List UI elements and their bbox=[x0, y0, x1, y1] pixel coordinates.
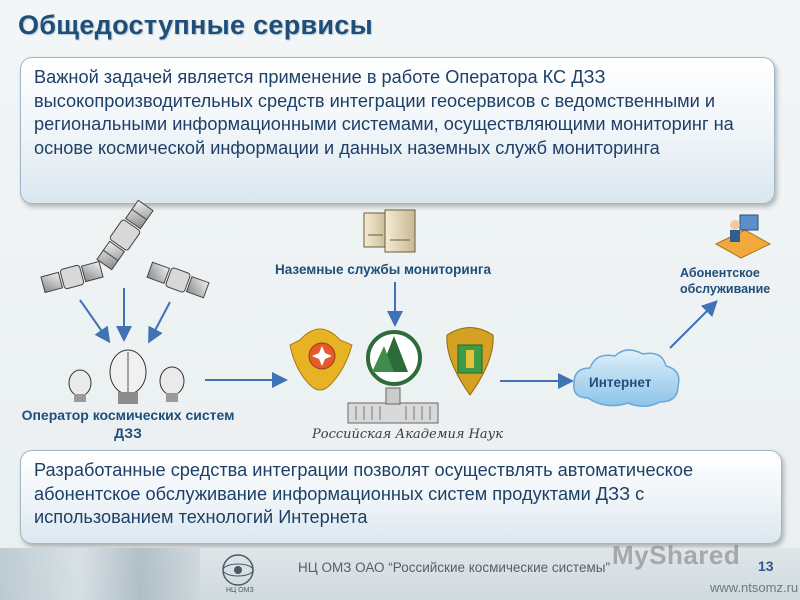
internet-label: Интернет bbox=[589, 375, 652, 390]
academy-label: Российская Академия Наук bbox=[312, 427, 503, 442]
omz-logo-caption: НЦ ОМЗ bbox=[226, 587, 254, 594]
omz-logo-icon bbox=[222, 554, 254, 586]
info-box-bottom-text: Разработанные средства интеграции позвол… bbox=[34, 460, 694, 528]
operator-label: Оператор космических систем ДЗЗ bbox=[8, 406, 248, 442]
emercom-emblem-icon bbox=[289, 328, 353, 391]
footer-photo-strip bbox=[0, 548, 200, 600]
watermark-text: MyShared bbox=[612, 540, 741, 570]
operator-label-line1: Оператор космических систем bbox=[21, 407, 235, 423]
info-box-top: Важной задачей является применение в раб… bbox=[20, 57, 775, 204]
ground-station-icon bbox=[68, 349, 185, 404]
arrow-icon bbox=[669, 300, 718, 349]
subscriber-label-line1: Абонентское bbox=[680, 266, 760, 280]
ground-services-label: Наземные службы мониторинга bbox=[275, 262, 491, 277]
footer-website[interactable]: www.ntsomz.ru bbox=[710, 580, 799, 595]
operator-label-line2: ДЗЗ bbox=[114, 425, 142, 441]
info-box-bottom: Разработанные средства интеграции позвол… bbox=[20, 450, 782, 544]
subscriber-label-line2: обслуживание bbox=[680, 282, 771, 296]
info-box-top-text: Важной задачей является применение в раб… bbox=[34, 67, 734, 158]
satellite-icon bbox=[96, 199, 154, 271]
forestry-emblem-icon bbox=[366, 330, 422, 386]
arrow-icon bbox=[79, 288, 171, 344]
subscriber-workstation-icon bbox=[714, 214, 772, 259]
satellite-icon bbox=[146, 261, 210, 299]
server-icon bbox=[363, 209, 416, 253]
satellite-icon bbox=[40, 260, 104, 294]
page-number: 13 bbox=[758, 558, 774, 574]
ministry-emblem-icon bbox=[446, 327, 494, 396]
page-title: Общедоступные сервисы bbox=[18, 10, 373, 40]
footer-organization: НЦ ОМЗ ОАО “Российские космические систе… bbox=[298, 560, 610, 575]
academy-building-icon bbox=[347, 387, 439, 424]
subscriber-service-label: Абонентское обслуживание bbox=[680, 265, 771, 297]
